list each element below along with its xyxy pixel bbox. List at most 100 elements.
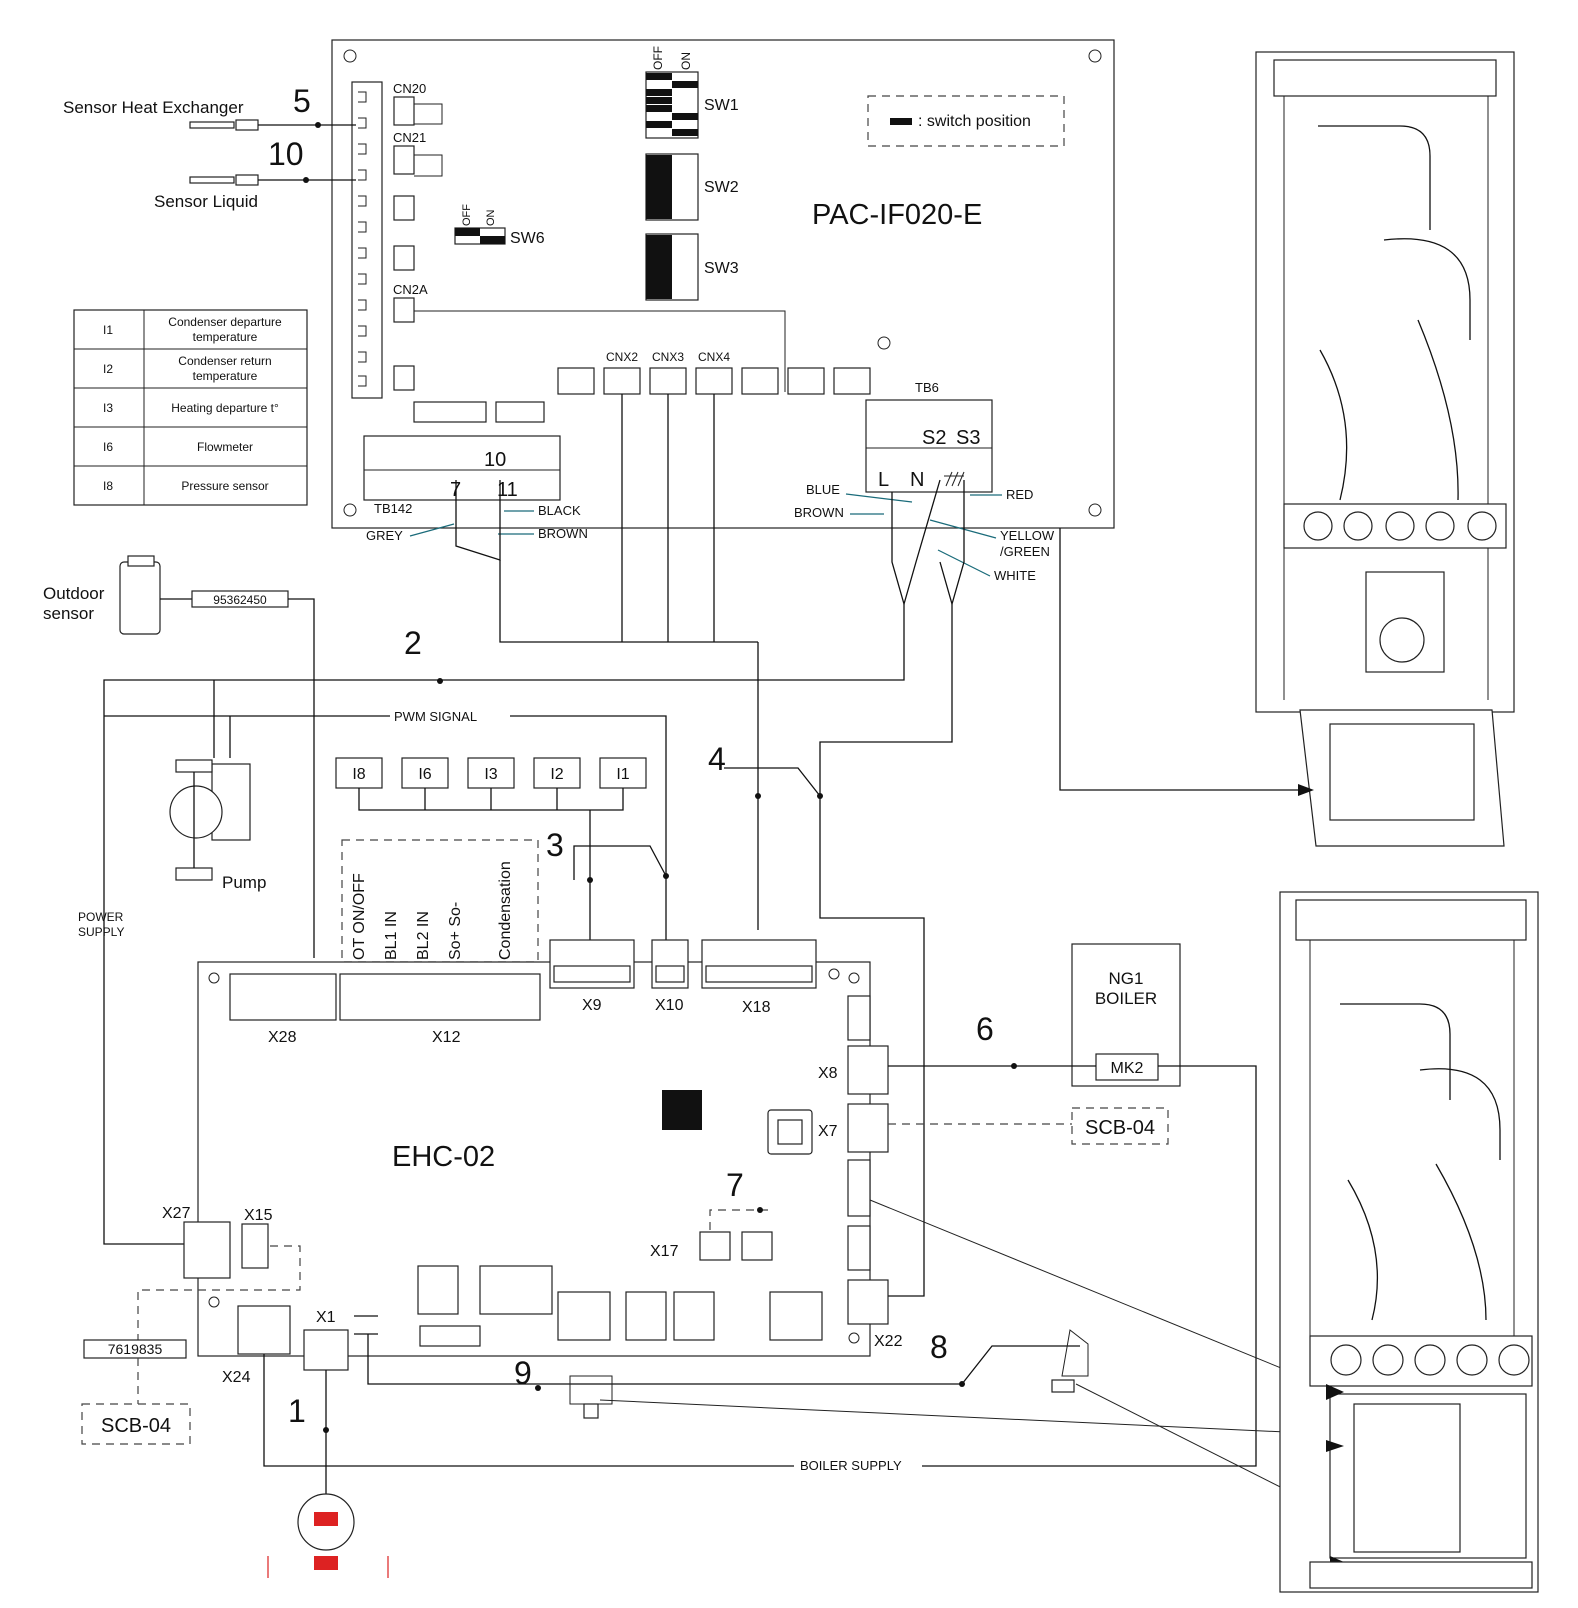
svg-text:BROWN: BROWN [794,505,844,520]
tb6-s3: S3 [956,427,980,449]
cn20-label: CN20 [393,81,426,96]
svg-text:Heating departure t°: Heating departure t° [171,401,279,415]
x12-labels: OT ON/OFF BL1 IN BL2 IN So+ So- Condensa… [351,861,514,960]
svg-text:OT ON/OFF: OT ON/OFF [351,873,368,960]
sensor-bracket-8 [1051,1329,1089,1393]
svg-text:X17: X17 [650,1243,679,1260]
cable-number-5: 5 [293,83,311,119]
svg-text:I6: I6 [103,440,113,454]
ng1-boiler: NG1 BOILER MK2 [1071,943,1181,1087]
svg-text:OFF: OFF [461,204,473,226]
svg-text:sensor: sensor [43,604,94,623]
svg-text:BROWN: BROWN [538,526,588,541]
svg-text:ON: ON [485,209,497,226]
cable-number-2: 2 [404,625,422,661]
svg-text:95362450: 95362450 [213,593,267,607]
heat-pump-unit-bottom [1279,891,1539,1593]
tb6-n: N [910,469,924,491]
cable-number-7: 7 [726,1167,744,1203]
earth-icon [944,471,965,487]
svg-text:YELLOW: YELLOW [1000,528,1055,543]
power-supply-label-1: POWER [78,910,124,924]
pwm-signal-label: PWM SIGNAL [394,709,477,724]
switch-position-legend: : switch position [918,113,1031,130]
cnx3-label: CNX3 [652,350,684,364]
svg-text:I8: I8 [352,766,365,783]
svg-text:RED: RED [1006,487,1033,502]
svg-text:I1: I1 [103,323,113,337]
svg-text:X7: X7 [818,1123,838,1140]
cable-number-1: 1 [288,1393,306,1429]
cable-number-6: 6 [976,1011,994,1047]
sw3-label: SW3 [704,260,739,277]
sw1-label: SW1 [704,97,739,114]
ehc02-board: EHC-02 X28 X12 X9 X10 X18 X8 X7 X22 [137,939,903,1386]
sensor-liquid: Sensor Liquid [154,174,356,211]
cnx2-label: CNX2 [606,350,638,364]
svg-text:GREY: GREY [366,528,403,543]
svg-text:SCB-04: SCB-04 [101,1415,171,1437]
cable-number-8: 8 [930,1329,948,1365]
svg-text:So+ So-: So+ So- [447,902,464,960]
wiring-lines [103,394,1316,1297]
tb6-label: TB6 [915,380,939,395]
cable-number-3: 3 [546,827,564,863]
svg-text:X28: X28 [268,1029,297,1046]
heat-pump-unit-top [1255,51,1515,847]
svg-text:Sensor Liquid: Sensor Liquid [154,192,258,211]
svg-text:X12: X12 [432,1029,461,1046]
svg-text:BLUE: BLUE [806,482,840,497]
tb142-label: TB142 [374,501,412,516]
pac-board-title: PAC-IF020-E [812,199,982,231]
svg-text:NG1: NG1 [1109,969,1144,988]
svg-text:MK2: MK2 [1111,1060,1144,1077]
sw1-dip-switch: OFF ON SW1 [645,46,739,139]
svg-text:I3: I3 [103,401,113,415]
svg-text:Flowmeter: Flowmeter [197,440,253,454]
cable-number-10: 10 [268,136,304,172]
svg-text:I1: I1 [616,766,629,783]
cn2a-label: CN2A [393,282,428,297]
svg-text:Condenser departure: Condenser departure [168,315,282,329]
sw3-dip-switch: SW3 [645,233,739,301]
sensor-bracket-9 [569,1375,613,1419]
pump: Pump [169,759,266,892]
sw6-dip-switch: OFF ON SW6 [454,204,545,247]
svg-text:7619835: 7619835 [108,1341,163,1357]
svg-text:I2: I2 [103,362,113,376]
scb04-right: SCB-04 [1085,1117,1155,1139]
cable-number-4: 4 [708,741,726,777]
svg-text:X27: X27 [162,1205,191,1222]
svg-text:BOILER: BOILER [1095,989,1157,1008]
svg-text:Condenser return: Condenser return [178,354,271,368]
tb142-num-10: 10 [484,449,506,471]
tb6-s2: S2 [922,427,946,449]
sensor-heat-exchanger: Sensor Heat Exchanger [63,98,356,131]
sw6-label: SW6 [510,230,545,247]
sensor-table: I1 Condenser departure temperature I2 Co… [73,309,308,506]
svg-text:Pump: Pump [222,873,266,892]
svg-text:X15: X15 [244,1207,273,1224]
svg-text:X8: X8 [818,1065,838,1082]
svg-text:X10: X10 [655,997,684,1014]
wire-color-labels: BLACK BROWN GREY BLUE BROWN RED YELLOW /… [366,482,1055,583]
svg-text:Condensation: Condensation [497,861,514,960]
svg-text:/GREEN: /GREEN [1000,544,1050,559]
scb04-left-group: 7619835 SCB-04 [81,1339,191,1445]
svg-text:BL2 IN: BL2 IN [415,911,432,960]
svg-text:I3: I3 [484,766,497,783]
svg-text:I6: I6 [418,766,431,783]
svg-text:Pressure sensor: Pressure sensor [181,479,268,493]
svg-text:I8: I8 [103,479,113,493]
svg-text:X1: X1 [316,1309,336,1326]
sw2-dip-switch: SW2 [645,153,739,221]
svg-text:OFF: OFF [651,46,665,70]
svg-text:X22: X22 [874,1333,903,1350]
cnx4-label: CNX4 [698,350,730,364]
pac-if020e-board: PAC-IF020-E CN20 CN21 CN2A OFF ON [331,39,1115,529]
svg-text:Sensor Heat Exchanger: Sensor Heat Exchanger [63,98,244,117]
svg-text:Outdoor: Outdoor [43,584,105,603]
svg-text:WHITE: WHITE [994,568,1036,583]
cable-number-9: 9 [514,1355,532,1391]
